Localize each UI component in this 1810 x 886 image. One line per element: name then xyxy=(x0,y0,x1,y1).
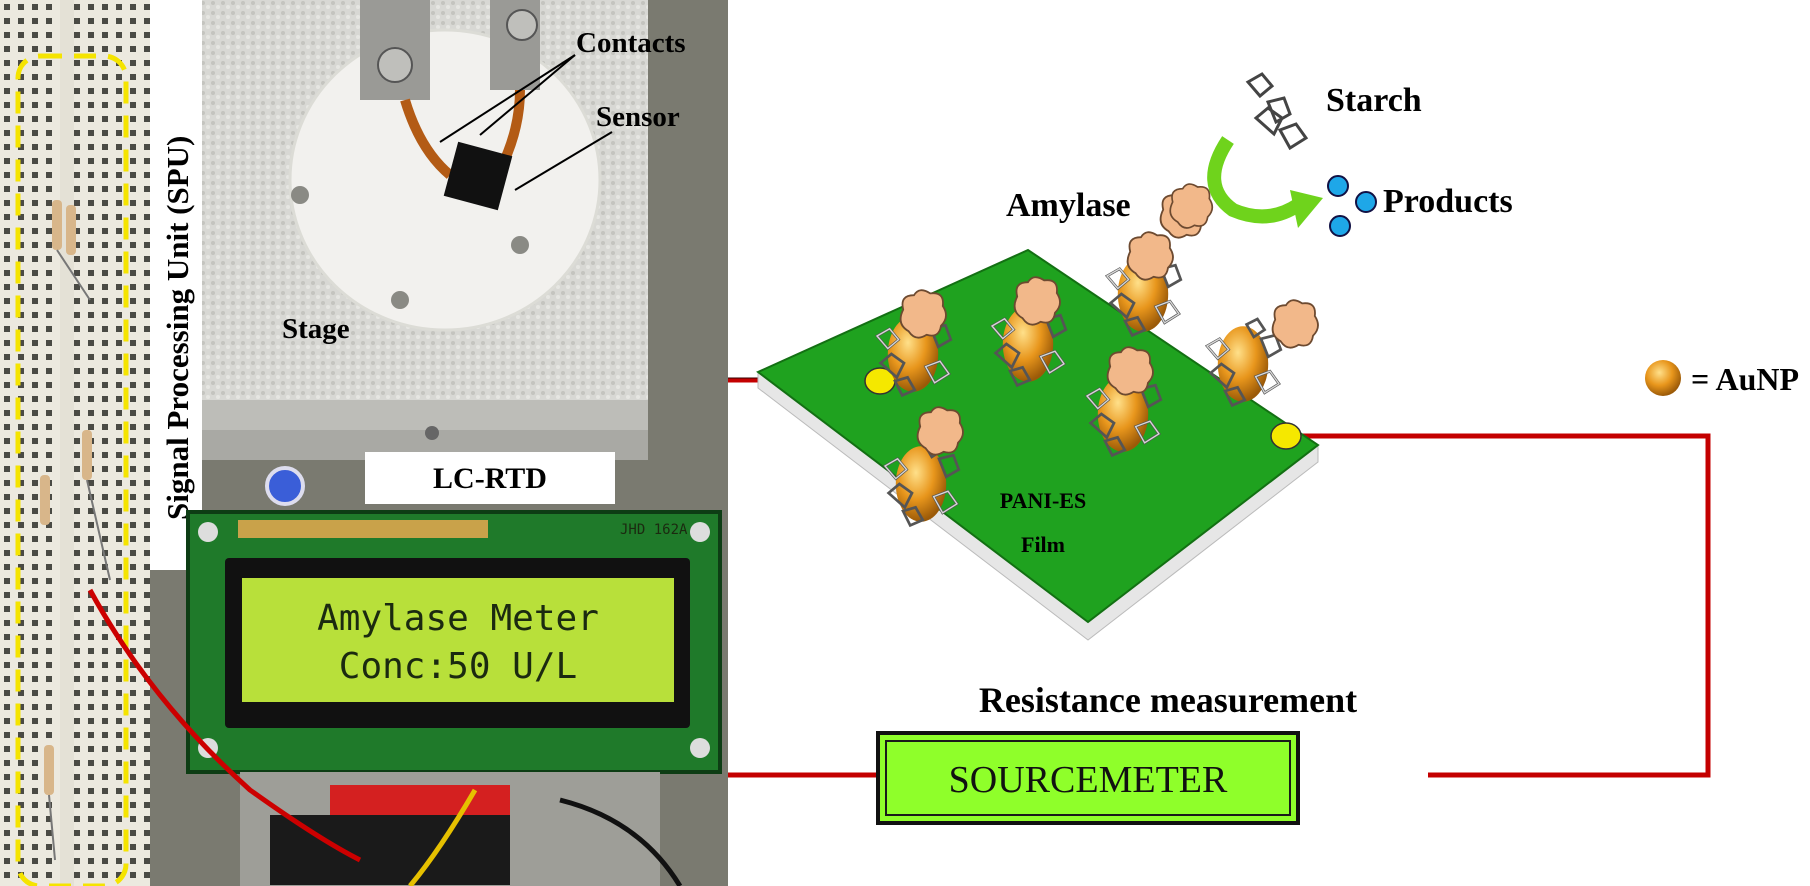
aunp-legend-icon xyxy=(1645,360,1681,396)
film-label-line1: PANI-ES xyxy=(1000,488,1086,513)
sensor-schematic: PANI-ES Film Starch Products Amylase = A… xyxy=(728,0,1810,886)
products-label: Products xyxy=(1383,183,1513,220)
measurement-label: Resistance measurement xyxy=(979,680,1357,720)
electrode-right xyxy=(1270,422,1302,450)
sensor-chip xyxy=(443,141,513,211)
contacts-label: Contacts xyxy=(576,27,686,59)
stage-disc xyxy=(288,28,602,332)
lcd-model: JHD 162A xyxy=(620,522,688,538)
starch-label: Starch xyxy=(1326,82,1422,119)
schematic-svg: PANI-ES Film Starch Products Amylase = A… xyxy=(728,72,1799,825)
reaction-arrow xyxy=(1207,136,1302,224)
hardware-photo: Signal Processing Unit (SPU) Contacts Se… xyxy=(0,0,728,886)
hardware-photo-svg: Signal Processing Unit (SPU) Contacts Se… xyxy=(0,0,722,886)
lcd-line2: Conc:50 U/L xyxy=(339,646,577,687)
aunp-legend-label: = AuNP xyxy=(1691,361,1799,397)
film-label-line2: Film xyxy=(1021,532,1065,557)
resistors xyxy=(40,200,111,861)
stage-label: Stage xyxy=(282,313,350,345)
sourcemeter-box xyxy=(876,731,1300,825)
lcd-screen xyxy=(242,578,674,702)
lcrtd-label: LC-RTD xyxy=(433,462,547,495)
spu-dashed-outline xyxy=(15,53,129,886)
potentiometer xyxy=(265,466,305,506)
starch-icon xyxy=(1245,72,1309,151)
sensor-label: Sensor xyxy=(596,101,680,133)
amylase-label: Amylase xyxy=(1006,187,1131,224)
spu-label: Signal Processing Unit (SPU) xyxy=(160,136,195,520)
sourcemeter-label: SOURCEMETER xyxy=(949,759,1228,801)
lcd-line1: Amylase Meter xyxy=(317,598,599,639)
product-icons xyxy=(1327,175,1377,237)
amylase-icon xyxy=(1169,183,1214,229)
